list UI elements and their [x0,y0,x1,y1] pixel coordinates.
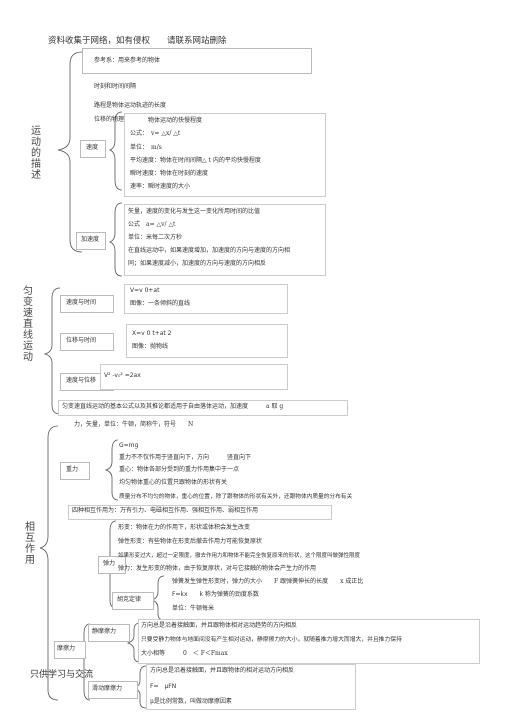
elastic-line-3: 弹力：发生形变的物体，由于恢复原状，对与它接触的物体会产生力的作用 [118,565,317,572]
v-t-box [124,284,288,314]
velocity-line-3: 平均速度：物体在时间间隔△ t 内的平均快慢程度 [130,157,261,164]
acceleration-line-0: 矢量，速度的变化与发生这一变化所用时间的比值 [128,208,261,215]
kinetic-box [146,664,356,710]
acceleration-line-4: 同；如果速度减小，加速度的方向与速度的方向相反 [128,260,267,267]
v-t-formula: V=v 0+at [130,287,160,294]
section-title-interaction: 相互作用 [25,522,35,566]
kinetic-line-2: μ是比例常数，叫做动摩擦因素 [150,698,232,705]
acceleration-label-box [76,232,106,250]
gravity-line-0: G=mg [119,442,139,449]
acceleration-line-2: 单位：米每二次方秒 [128,234,183,241]
elastic-line-0: 形变：物体在力的作用下，形状或体积会发生改变 [118,524,251,531]
static-label: 静摩擦力 [92,628,117,635]
static-line-1: 只要受静力物体与地面间没有产生相对运动，静摩擦力的大小，就随着推力增大而增大，并… [141,637,402,643]
four-forces: 四种相互作用为：万有引力、电磁相互作用、强相互作用、弱相互作用 [72,507,259,514]
velocity-line-1: 公式： v= △x/ △t [130,130,181,137]
hooke-line-1: F=kx k 称为弹簧的劲度系数 [172,591,259,598]
static-line-2: 大小相等 0 ＜ F＜Fmax [141,650,228,657]
acceleration-label: 加速度 [81,236,100,243]
ref-text: 参考系：用来参考的物体 [94,57,161,64]
hooke-line-2: 单位：牛顿每米 [172,605,215,612]
velocity-label-box [80,140,106,158]
uniform-note: 匀变速直线运动的基本公式以及其推论都适用于自由落体运动，加速度 a 取 g [62,403,284,410]
velocity-label: 速度 [86,144,99,151]
static-line-0: 方向总是沿着接触面，并且跟物体相对运动趋势的方向相反 [141,622,298,629]
velocity-line-5: 速率：瞬时速度的大小 [130,183,191,190]
kinetic-line-1: F= μFN [150,683,177,690]
friction-label-box [54,641,86,659]
hooke-label: 胡克定律 [117,596,142,603]
v-t-label: 速度与时间 [66,299,97,306]
hooke-line-0: 弹簧发生弹性形变时，弹力的大小 F 跟弹簧伸长的长度 x 成正比 [172,578,364,585]
x-t-label-box [60,333,114,351]
time-text: 时刻和时间间隔 [94,83,137,90]
v-x-label: 速度与位移 [66,377,97,384]
v-x-formula: V² -v₀² =2ax [104,372,141,379]
section-title-motion: 运动的描述 [31,126,41,181]
x-t-graph: 图像：抛物线 [132,343,169,350]
gravity-label: 重力 [66,466,79,473]
acceleration-line-3: 在直线运动中，如果速度增加，加速度的方向与速度的方向相 [128,247,291,254]
kinetic-label-box [88,681,138,699]
acceleration-box [124,204,326,276]
kinetic-line-0: 方向总是沿着接触面，并且跟物体的相对运动方向相反 [150,667,295,674]
gravity-line-3: 均匀物体重心的位置只跟物体的形状有关 [119,479,228,486]
force-text: 力，矢量，单位：牛顿，简称牛，符号 N [74,421,194,428]
elastic-label-box [98,556,126,574]
elastic-label: 弹力 [103,560,116,567]
x-t-label: 位移与时间 [66,337,97,344]
x-t-formula: X=v 0 t+at 2 [132,330,172,337]
uniform-note-box [58,400,348,416]
v-t-label-box [60,295,114,313]
friction-label: 摩擦力 [57,645,76,652]
gravity-line-1: 重力不不仅作用于竖直向下，方向 竖直向下 [119,454,252,461]
distance-text: 路程是物体运动轨迹的长度 [94,102,167,109]
kinetic-label: 滑动摩擦力 [92,685,123,692]
gravity-label-box [60,462,90,480]
x-t-box [126,324,288,358]
acceleration-line-1: 公式 a= △v/ △t [128,221,176,228]
static-label-box [88,624,130,642]
v-t-graph: 图像：一条倾斜的直线 [130,300,191,307]
page-footer: 只供学习与交流 [30,670,94,680]
elastic-line-2: 如果形变过大，超过一定限度，撤去作用力和物体不能完全恢复原来的形状，这个限度叫做… [118,553,361,559]
v-x-box [100,364,288,390]
velocity-line-4: 瞬时速度：物体在时刻的速度 [130,170,209,177]
velocity-box [124,113,326,197]
section-title-uniform: 匀变速直线运动 [23,286,33,363]
page-header: 资料收集于网络，如有侵权 请联系网站删除 [48,36,227,46]
hooke-label-box [112,592,154,610]
velocity-line-0: 物体运动的快慢程度 [148,117,203,124]
elastic-line-1: 弹性形变：有些物体在形变后撤去作用力可能恢复原状 [118,538,263,545]
gravity-line-2: 重心：物体各部分受到的重力作用集中于一点 [119,466,240,473]
ref-box [82,48,312,74]
velocity-line-2: 单位： m/s [130,144,162,151]
static-box [138,619,480,664]
gravity-line-4: 质量分布不均匀的物体，重心的位置，除了跟物体的形状有关外，还跟物体内质量的分布有… [119,494,353,500]
four-forces-box [68,505,332,520]
